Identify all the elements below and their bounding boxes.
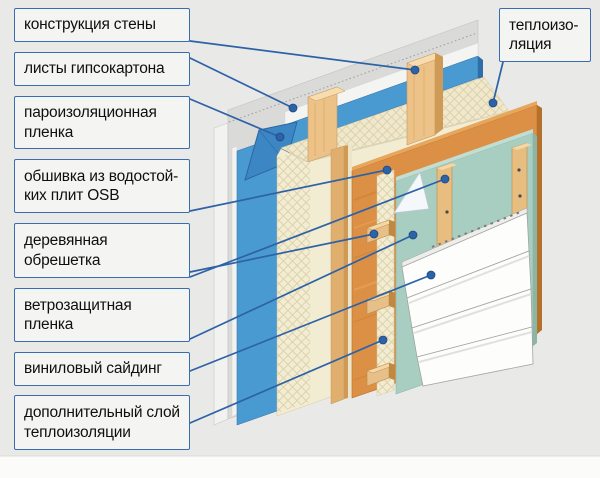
insulation-cut-edge — [277, 146, 310, 413]
siding-board — [416, 326, 534, 387]
footer-band — [0, 455, 600, 478]
dot-wind-film — [408, 230, 418, 240]
dot-additional-insulation — [378, 335, 388, 345]
lathing-block — [366, 362, 396, 387]
dot-lathing-batten — [440, 174, 450, 184]
screw-dot — [517, 168, 521, 172]
label-osb-sheathing: обшивка из водостой- ких плит OSB — [14, 159, 190, 213]
label-wall-structure: конструкция стены — [14, 8, 190, 42]
dot-vapor-film — [275, 132, 285, 142]
screw-dot — [445, 210, 449, 214]
dot-wall-structure — [410, 65, 420, 75]
dot-drywall — [288, 103, 298, 113]
dot-lathing-block — [369, 229, 379, 239]
screw-dot — [518, 194, 522, 198]
label-wind-barrier: ветрозащитная пленка — [14, 288, 190, 342]
dot-insulation — [488, 98, 498, 108]
leader-dots — [275, 65, 498, 345]
label-drywall-sheets: листы гипсокартона — [14, 52, 190, 86]
label-wooden-lathing: деревянная обрешетка — [14, 223, 190, 278]
label-vapor-barrier: пароизоляционная пленка — [14, 96, 190, 149]
label-insulation: теплоизо- ляция — [499, 8, 591, 62]
left-stud — [307, 86, 346, 163]
label-additional-insulation: дополнительный слой теплоизоляции — [14, 395, 190, 450]
dot-siding — [426, 270, 436, 280]
leader-lines — [189, 40, 504, 424]
dot-osb — [382, 165, 392, 175]
label-vinyl-siding: виниловый сайдинг — [14, 352, 190, 386]
stud-side-strip — [330, 145, 345, 405]
wall-studs — [307, 52, 444, 405]
right-stud — [406, 52, 444, 146]
lathing-block — [366, 290, 396, 315]
